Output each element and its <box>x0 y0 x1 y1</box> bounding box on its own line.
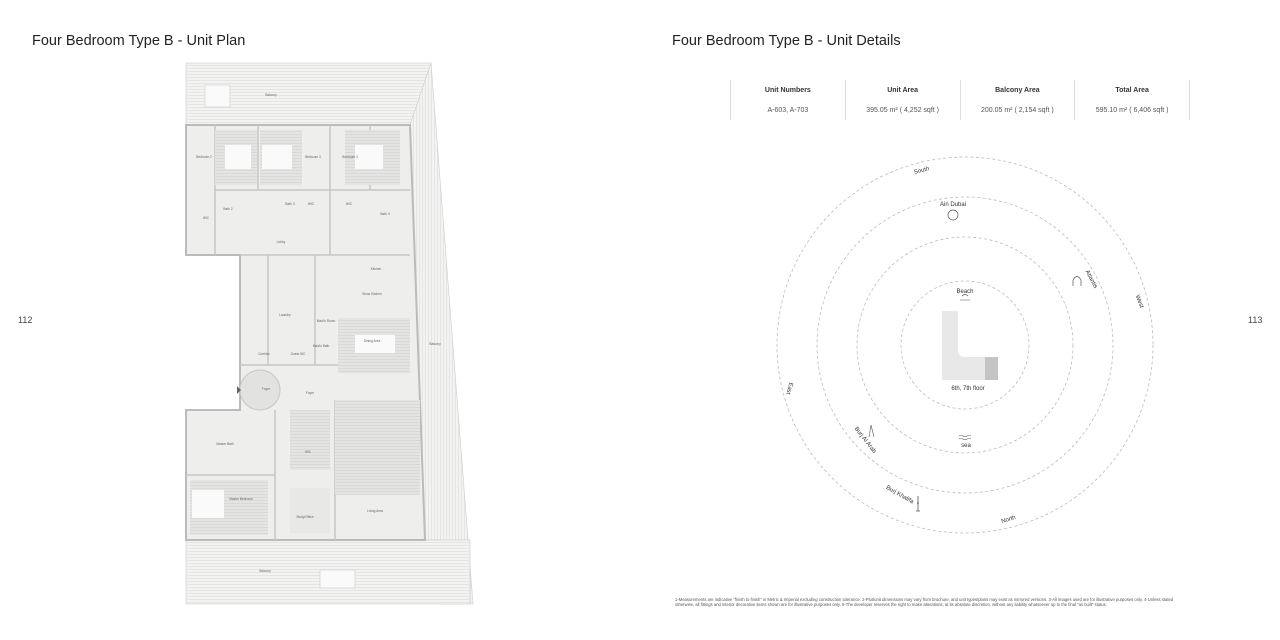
label-beach: Beach <box>956 289 973 295</box>
label-floor: 6th, 7th floor <box>951 386 984 392</box>
ferris-wheel-icon <box>947 209 959 221</box>
room-label: Maid's Bath <box>313 344 330 348</box>
label-ain-dubai: Ain Dubai <box>940 202 966 208</box>
table-cell: 595.10 m² ( 6,406 sqft ) <box>1095 107 1169 114</box>
table-header: Unit Area <box>887 87 919 94</box>
room-label: Study/Office <box>296 515 314 519</box>
label-east: East <box>784 382 793 395</box>
table-cell: 200.05 m² ( 2,154 sqft ) <box>980 107 1054 114</box>
page-number-right: 113 <box>1248 315 1263 325</box>
room-label: Show Kitchen <box>362 292 382 296</box>
room-label: Bedroom 3 <box>305 155 321 159</box>
table-cell: A-603, A-703 <box>767 107 809 114</box>
room-label: Kitchen <box>371 267 382 271</box>
label-sea: sea <box>961 443 971 449</box>
room-label: WIC <box>305 450 312 454</box>
beach-umbrella-icon <box>960 294 970 301</box>
unit-highlight <box>985 357 998 380</box>
room-label: Foyer <box>306 391 315 395</box>
building-footprint <box>942 311 998 380</box>
room-label: Lobby <box>277 240 286 244</box>
room-label: Dining Area <box>364 339 381 343</box>
room-label: Master Bath <box>216 442 233 446</box>
plan-title: Four Bedroom Type B - Unit Plan <box>32 33 246 49</box>
label-west: West <box>1134 294 1145 309</box>
room-label: WIC <box>203 216 210 220</box>
room-label: Master Bedroom <box>229 497 253 501</box>
label-south: South <box>913 166 930 176</box>
room-label: Bedroom 4 <box>342 155 358 159</box>
table-header: Total Area <box>1115 87 1149 94</box>
table-header: Balcony Area <box>995 87 1040 94</box>
room-label: Foyer <box>262 387 271 391</box>
floor-plan: Balcony Bedroom 2 Bedroom 3 Bedroom 4 Ba… <box>185 62 474 605</box>
room-label: Guest WC <box>291 352 306 356</box>
details-title: Four Bedroom Type B - Unit Details <box>672 33 901 49</box>
room-label: Balcony <box>429 342 441 346</box>
room-label: Laundry <box>279 313 291 317</box>
room-label: Balcony <box>259 569 271 573</box>
label-burj-khalifa: Burj Khalifa <box>885 485 915 506</box>
label-north: North <box>1001 515 1017 525</box>
table-header: Unit Numbers <box>764 87 811 94</box>
page-number-left: 112 <box>18 315 33 325</box>
burj-al-arab-icon <box>868 424 875 438</box>
label-burj-al-arab: Burj Al Arab <box>853 426 877 455</box>
room-label: Maid's Room <box>317 319 336 323</box>
room-label: WIC <box>308 202 315 206</box>
room-label: Bedroom 2 <box>196 155 212 159</box>
burj-khalifa-icon <box>916 496 920 512</box>
table-cell: 395.05 m² ( 4,252 sqft ) <box>866 107 939 114</box>
room-label: Living Area <box>367 509 383 513</box>
room-label: Bath 3 <box>285 202 294 206</box>
room-label: WIC <box>346 202 353 206</box>
room-label: Balcony <box>265 93 277 97</box>
room-label: Bath 2 <box>223 207 232 211</box>
atlantis-icon <box>1072 276 1082 286</box>
waves-icon <box>958 434 972 441</box>
room-label: Corridor <box>258 352 270 356</box>
room-label: Bath 4 <box>380 212 389 216</box>
entrance-arrow-icon <box>237 386 241 394</box>
label-atlantis: Atlantis <box>1084 269 1099 289</box>
footnote: 1-Measurements are indicative "finish to… <box>675 597 1174 607</box>
